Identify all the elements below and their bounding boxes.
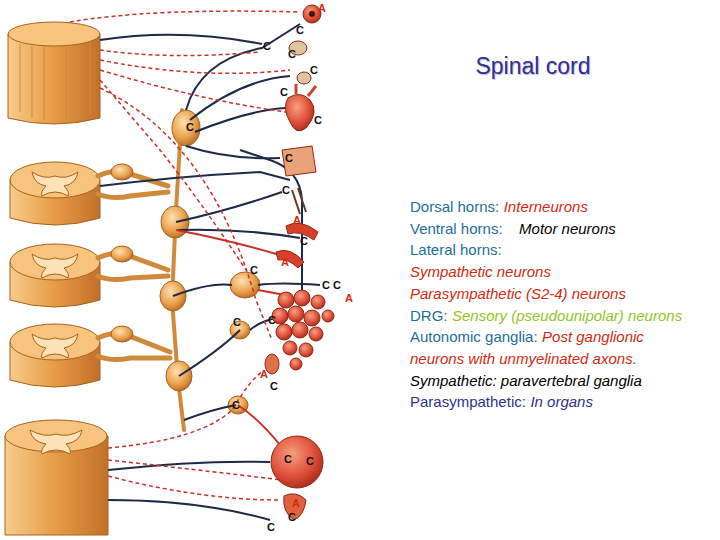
callout-letter: A (315, 1, 329, 15)
callout-letter: C (264, 520, 278, 534)
red-pathways (70, 11, 300, 500)
callout-letter: C (265, 313, 279, 327)
legend-text: Sensory (pseudounipolar) neurons (452, 307, 682, 324)
red-postganglionic (176, 230, 290, 445)
text-line: Sympathetic neurons (410, 261, 692, 283)
legend-heading: DRG: (410, 307, 448, 324)
callout-letter: C (303, 454, 317, 468)
legend-text: Sympathetic neurons (410, 263, 551, 280)
legend-text: In organs (530, 393, 593, 410)
text-line: Parasympathetic:In organs (410, 391, 692, 413)
callout-letter: C (297, 234, 311, 248)
callout-letter: C (277, 85, 291, 99)
callout-letter: C (247, 263, 261, 277)
text-line: Lateral horns: (410, 239, 692, 261)
callout-letter: C (293, 23, 307, 37)
callout-letter: C (279, 183, 293, 197)
text-line: Ventral horns: Motor neurons (410, 218, 692, 240)
legend-text: Interneurons (504, 198, 588, 215)
callout-letter: C (183, 120, 197, 134)
callout-letter: C (330, 278, 344, 292)
legend-heading: Ventral horns: (410, 220, 503, 237)
callout-letter: C (307, 63, 321, 77)
legend-text: Motor neurons (519, 220, 616, 237)
text-line: Dorsal horns: Interneurons (410, 196, 692, 218)
legend-heading: Lateral horns: (410, 241, 502, 258)
callout-letter: A (278, 255, 292, 269)
autonomic-illustration (0, 0, 380, 540)
legend-text: Parasympathetic (S2-4) neurons (410, 285, 626, 302)
callout-letter: C (260, 39, 274, 53)
text-line: DRG:Sensory (pseudounipolar) neurons (410, 305, 692, 327)
callout-letter: C (229, 398, 243, 412)
callout-letter: C (285, 47, 299, 61)
text-line: Autonomic ganglia:Post ganglionic neuron… (410, 326, 692, 369)
callout-letter: A (289, 496, 303, 510)
callout-letter: C (282, 151, 296, 165)
legend-heading: Dorsal horns: (410, 198, 499, 215)
cord-segments (5, 22, 108, 535)
legend-text: Parasympathetic: (410, 393, 526, 410)
callout-letter: A (257, 367, 271, 381)
callout-letter: C (285, 510, 299, 524)
callout-letter: C (281, 452, 295, 466)
callout-letter: C (230, 315, 244, 329)
text-line: Sympathetic: paravertebral ganglia (410, 370, 692, 392)
callout-letter: C (267, 379, 281, 393)
slide-title: Spinal cord (433, 53, 633, 80)
text-line: Parasympathetic (S2-4) neurons (410, 283, 692, 305)
callout-letter: C (311, 113, 325, 127)
organs (265, 5, 334, 520)
text-block: Dorsal horns: InterneuronsVentral horns: M… (410, 196, 692, 413)
legend-text: Sympathetic: paravertebral ganglia (410, 372, 642, 389)
callout-letter: A (342, 291, 356, 305)
callout-letter: A (290, 213, 304, 227)
ganglia (111, 110, 260, 414)
callout-letter: C (319, 278, 333, 292)
legend-heading: Autonomic ganglia: (410, 328, 538, 345)
